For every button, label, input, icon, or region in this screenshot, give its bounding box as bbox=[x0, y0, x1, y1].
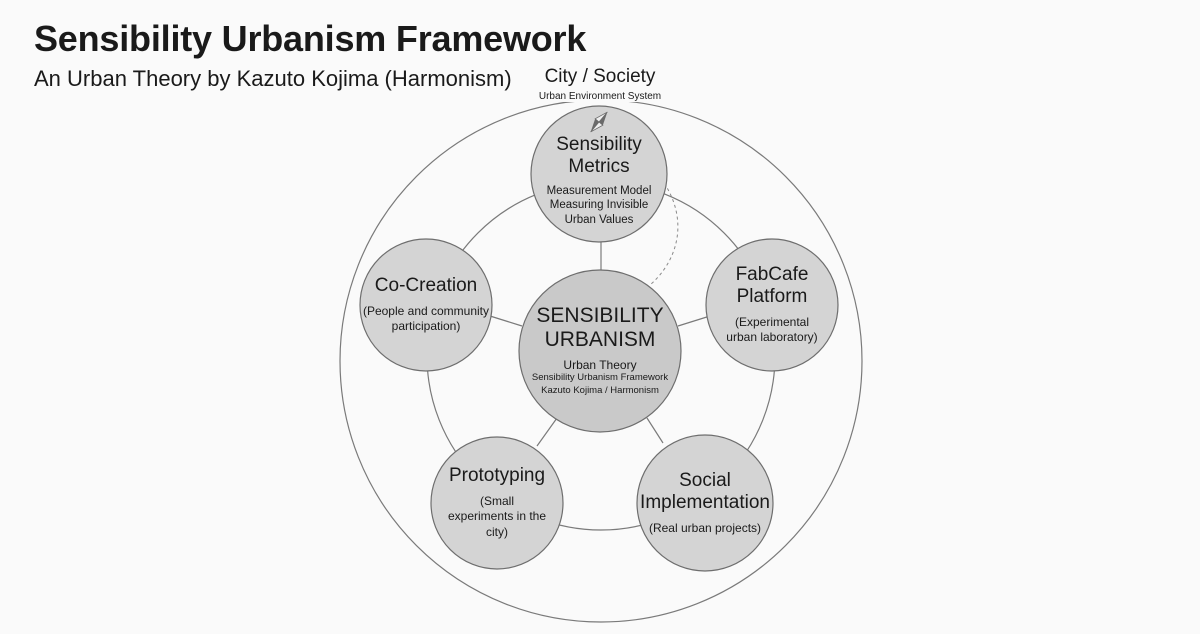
node-circle-metrics bbox=[530, 105, 668, 243]
outer-label-subtitle: Urban Environment System bbox=[500, 91, 700, 102]
node-circle-cocreation bbox=[359, 238, 493, 372]
node-description: Measurement Model Measuring Invisible Ur… bbox=[546, 184, 652, 227]
node-title: FabCafe Platform bbox=[735, 264, 809, 308]
page-title: Sensibility Urbanism Framework bbox=[34, 18, 587, 59]
page-subtitle: An Urban Theory by Kazuto Kojima (Harmon… bbox=[34, 66, 512, 91]
outer-label-title: City / Society bbox=[544, 66, 656, 87]
node-title: Prototyping bbox=[448, 465, 546, 487]
node-title: Sensibility Metrics bbox=[556, 133, 642, 178]
compass-needle-icon bbox=[590, 111, 608, 133]
node-title: Co-Creation bbox=[374, 275, 478, 297]
node-title: Social Implementation bbox=[640, 469, 770, 514]
node-description: (People and community participation) bbox=[362, 303, 490, 334]
node-sensibility-metrics: Sensibility Metrics Measurement Model Me… bbox=[531, 130, 667, 232]
node-fabcafe-platform: FabCafe Platform (Experimental urban lab… bbox=[706, 239, 838, 371]
node-circle-social bbox=[636, 434, 774, 572]
node-description: (Small experiments in the city) bbox=[447, 493, 547, 539]
spoke-cocreation bbox=[489, 315, 523, 327]
node-description: (Real urban projects) bbox=[648, 520, 762, 535]
center-title: SENSIBILITY URBANISM bbox=[536, 304, 664, 352]
outer-subtitle-text: Urban Environment System bbox=[534, 91, 666, 102]
spoke-fabcafe bbox=[677, 315, 711, 327]
center-description-3: Kazuto Kojima / Harmonism bbox=[541, 385, 659, 397]
center-circle bbox=[518, 269, 682, 433]
node-co-creation: Co-Creation (People and community partic… bbox=[360, 239, 492, 371]
center-description-1: Urban Theory bbox=[563, 358, 637, 373]
node-sensibility-urbanism-center: SENSIBILITY URBANISM Urban Theory Sensib… bbox=[519, 270, 681, 432]
spoke-prototyping bbox=[536, 417, 558, 447]
node-prototyping: Prototyping (Small experiments in the ci… bbox=[431, 437, 563, 569]
node-circle-prototyping bbox=[430, 436, 564, 570]
center-description-2: Sensibility Urbanism Framework bbox=[531, 372, 669, 384]
node-description: (Experimental urban laboratory) bbox=[726, 314, 818, 345]
spoke-social bbox=[646, 417, 664, 444]
node-circle-fabcafe bbox=[705, 238, 839, 372]
node-social-implementation: Social Implementation (Real urban projec… bbox=[637, 435, 773, 571]
